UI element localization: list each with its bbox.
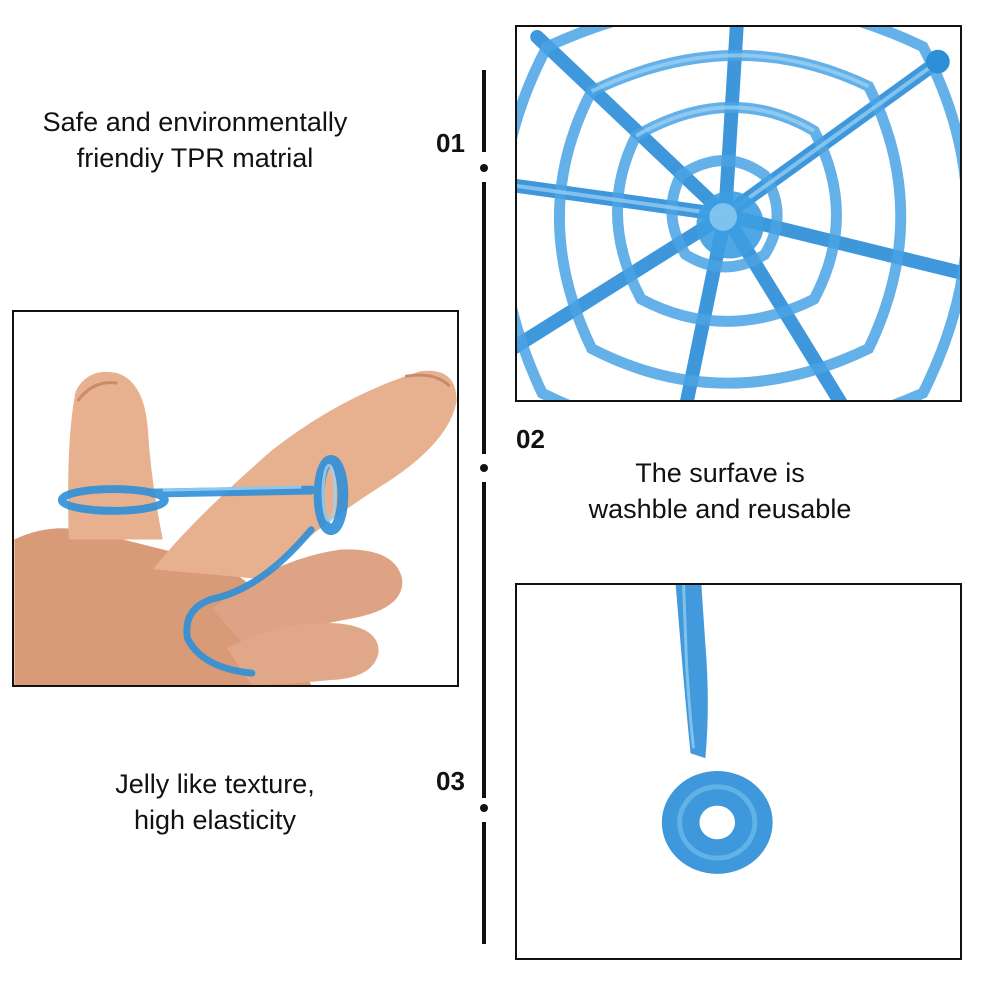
- feature-2-caption: The surfave is washble and reusable: [540, 455, 900, 527]
- jelly-ring-illustration: [517, 585, 960, 958]
- feature-1-line-2: friendiy TPR matrial: [76, 143, 314, 173]
- feature-2-line-2: washble and reusable: [588, 494, 852, 524]
- feature-3-number: 03: [436, 766, 465, 796]
- timeline-dot-3: [480, 804, 488, 812]
- timeline-dot-2: [480, 464, 488, 472]
- feature-3-caption: Jelly like texture, high elasticity: [30, 766, 400, 838]
- stretch-photo: [12, 310, 459, 687]
- spider-web-photo: [515, 25, 962, 402]
- timeline-segment-3: [482, 482, 486, 798]
- feature-2-line-1: The surfave is: [635, 458, 805, 488]
- timeline-dot-1: [480, 164, 488, 172]
- feature-1-caption: Safe and environmentally friendiy TPR ma…: [10, 104, 380, 176]
- spider-web-illustration: [517, 27, 960, 400]
- feature-3-line-1: Jelly like texture,: [115, 769, 315, 799]
- feature-1-number: 01: [436, 128, 465, 158]
- ring-photo: [515, 583, 962, 960]
- feature-1-line-1: Safe and environmentally: [42, 107, 348, 137]
- timeline-segment-4: [482, 822, 486, 944]
- timeline-segment-2: [482, 182, 486, 454]
- timeline-segment-1: [482, 70, 486, 152]
- feature-3-line-2: high elasticity: [133, 805, 297, 835]
- feature-2-number: 02: [516, 424, 545, 454]
- hand-stretch-illustration: [14, 312, 457, 685]
